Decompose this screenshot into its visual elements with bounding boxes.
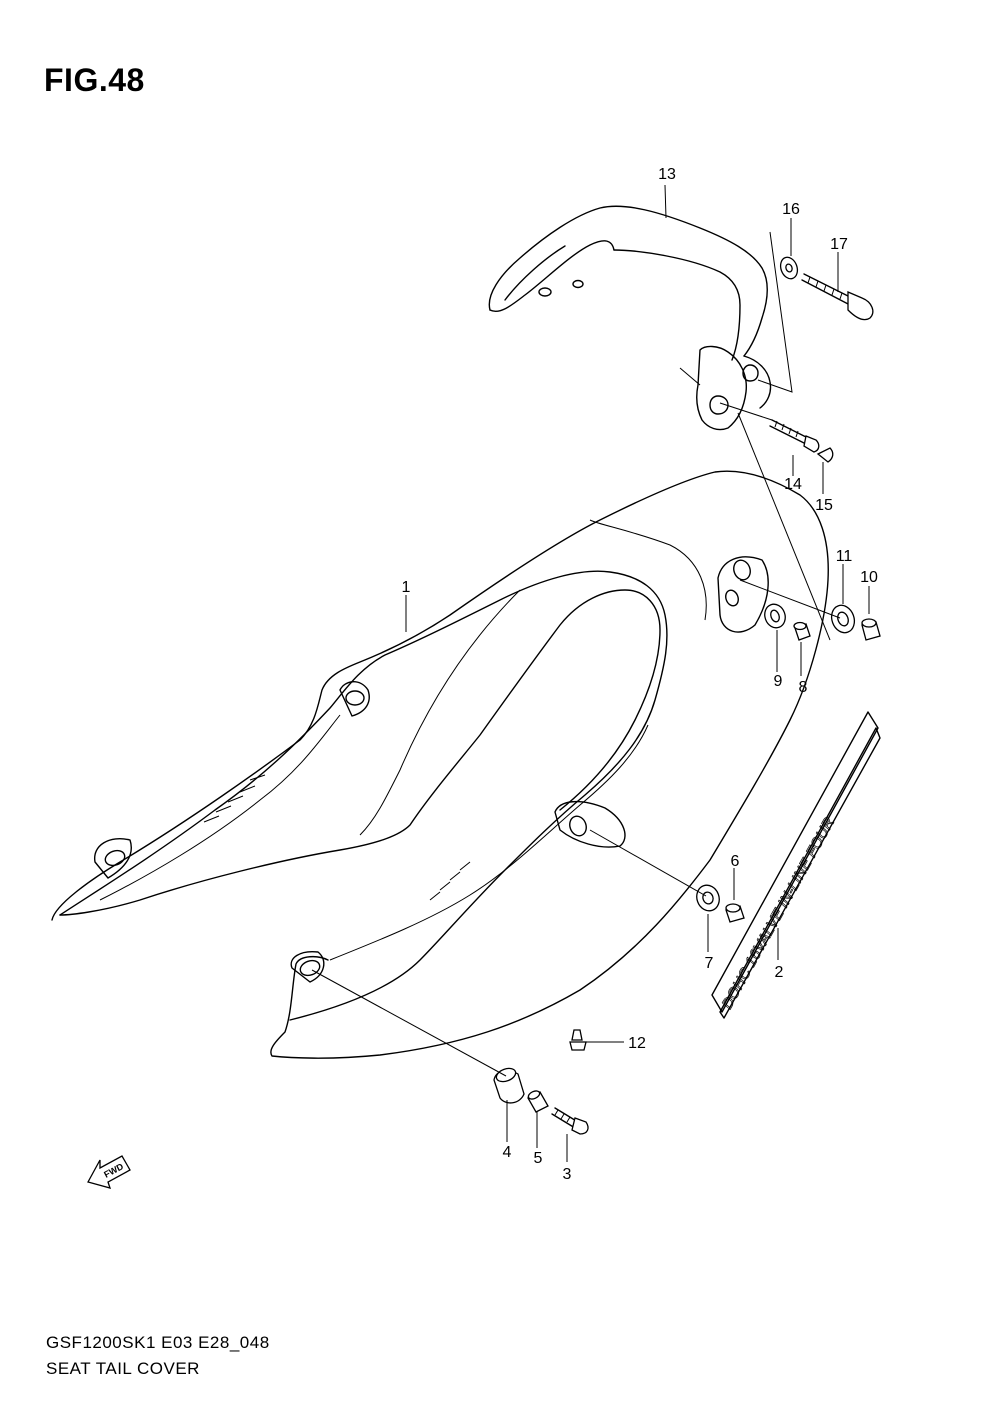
callout-numbers: 1 2 3 4 5 6 7 8 9 10 11 12 13 14 15 16 1…: [402, 166, 878, 1183]
bolt-part-14[interactable]: [769, 419, 820, 453]
callout-4: 4: [503, 1144, 512, 1161]
clip-part-12[interactable]: [569, 1029, 587, 1051]
grab-rail-part-13[interactable]: [488, 205, 793, 431]
washer-part-16[interactable]: [778, 255, 801, 281]
grommet-part-9[interactable]: [761, 601, 788, 630]
collar-part-8[interactable]: [793, 621, 811, 641]
collar-part-5[interactable]: [527, 1089, 549, 1113]
callout-16: 16: [782, 201, 800, 218]
forward-direction-arrow-icon: FWD: [87, 1155, 131, 1189]
callout-1: 1: [402, 579, 411, 596]
grommet-part-4[interactable]: [493, 1066, 525, 1104]
callout-11: 11: [836, 548, 853, 565]
bolt-part-3[interactable]: [551, 1107, 589, 1135]
callout-17: 17: [830, 236, 848, 253]
figure-title: FIG.48: [44, 62, 145, 98]
grommet-part-11[interactable]: [828, 602, 858, 636]
callout-15: 15: [815, 497, 833, 514]
callout-12: 12: [628, 1035, 646, 1052]
collar-part-6[interactable]: [725, 903, 745, 923]
callout-6: 6: [731, 853, 740, 870]
bolt-part-17[interactable]: [801, 273, 874, 321]
leader-lines: [311, 184, 870, 1162]
model-code-label: GSF1200SK1 E03 E28_048: [46, 1333, 270, 1352]
callout-8: 8: [799, 679, 808, 696]
callout-3: 3: [563, 1166, 572, 1183]
grommet-part-7[interactable]: [693, 882, 723, 914]
callout-5: 5: [534, 1150, 543, 1167]
callout-13: 13: [658, 166, 676, 183]
callout-7: 7: [705, 955, 714, 972]
callout-9: 9: [774, 673, 783, 690]
figure-name-label: SEAT TAIL COVER: [46, 1359, 200, 1378]
callout-10: 10: [860, 569, 878, 586]
collar-part-10[interactable]: [861, 618, 881, 641]
cap-part-15[interactable]: [816, 447, 834, 463]
callout-2: 2: [775, 964, 784, 981]
callout-14: 14: [784, 476, 802, 493]
seat-tail-cover-part-1[interactable]: [51, 470, 829, 1059]
